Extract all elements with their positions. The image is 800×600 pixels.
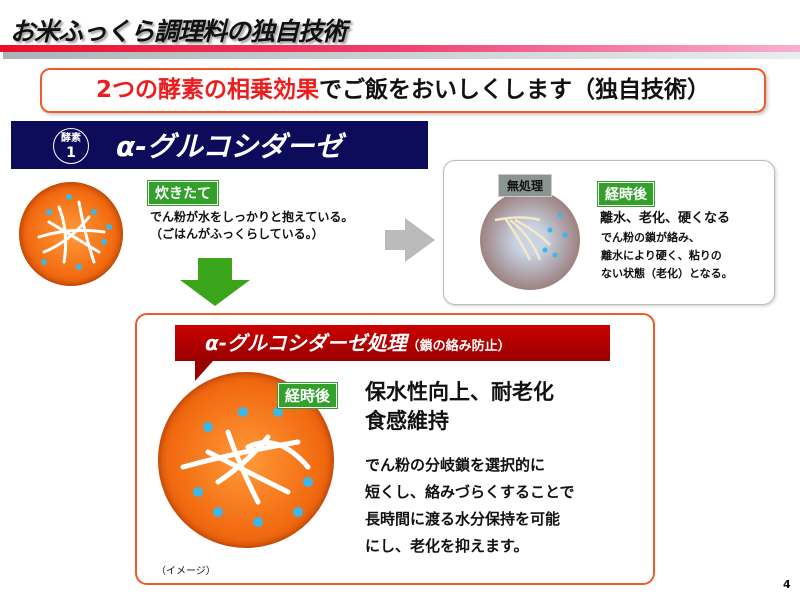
treated-line: でん粉の分岐鎖を選択的に xyxy=(365,456,546,474)
title-underline xyxy=(0,45,800,52)
untreated-panel xyxy=(443,160,775,305)
treated-line: にし、老化を抑えます。 xyxy=(365,537,529,555)
treated-heading: 保水性向上、耐老化 xyxy=(365,380,554,404)
fresh-line: （ごはんがふっくらしている。） xyxy=(150,227,324,241)
treated-heading: 食感維持 xyxy=(365,409,449,433)
untreated-rice-illustration xyxy=(480,190,580,290)
treated-tag: 経時後 xyxy=(278,383,338,408)
starch-chain-icon xyxy=(37,194,112,270)
banner-subtitle: （鎖の絡み防止） xyxy=(406,339,511,354)
untreated-heading: 離水、老化、硬くなる xyxy=(600,211,731,226)
badge-label: 酵素 xyxy=(61,133,81,144)
headline-text: でご飯をおいしくします（独自技術） xyxy=(319,77,710,103)
fresh-line: でん粉が水をしっかりと抱えている。 xyxy=(150,210,354,224)
treated-line: 短くし、絡みづらくすることで xyxy=(365,483,575,501)
headline-box: 2つの酵素の相乗効果でご飯をおいしくします（独自技術） xyxy=(40,68,766,113)
badge-number: 1 xyxy=(66,145,76,161)
slide-title: お米ふっくら調理料の独自技術 xyxy=(10,17,347,46)
arrow-right-icon xyxy=(385,230,407,250)
untreated-tag: 経時後 xyxy=(598,182,654,206)
banner-title: α-グルコシダーゼ処理 xyxy=(205,331,407,355)
banner-tail xyxy=(195,361,213,381)
treated-banner: α-グルコシダーゼ処理（鎖の絡み防止） xyxy=(175,325,610,361)
title-underline-shadow xyxy=(3,52,800,59)
untreated-line: 離水により硬く、粘りの xyxy=(601,249,722,262)
untreated-line: でん粉の鎖が絡み、 xyxy=(601,231,700,244)
untreated-label: 無処理 xyxy=(498,174,553,197)
fresh-tag: 炊きたて xyxy=(148,181,218,205)
image-note: （イメージ） xyxy=(156,566,216,577)
arrow-down-head-icon xyxy=(180,280,250,306)
arrow-down-icon xyxy=(198,258,232,280)
treated-panel xyxy=(135,313,655,585)
enzyme-name: α-グルコシダーゼ xyxy=(116,130,343,163)
fresh-rice-illustration xyxy=(19,182,123,286)
untreated-line: ない状態（老化）となる。 xyxy=(601,267,733,280)
arrow-right-head-icon xyxy=(405,218,435,262)
page-number: 4 xyxy=(783,578,791,591)
short-chain-icon xyxy=(180,407,313,527)
tangled-chain-icon xyxy=(494,212,568,261)
treated-line: 長時間に渡る水分保持を可能 xyxy=(365,510,561,528)
headline-highlight: 2つの酵素の相乗効果 xyxy=(95,77,319,103)
